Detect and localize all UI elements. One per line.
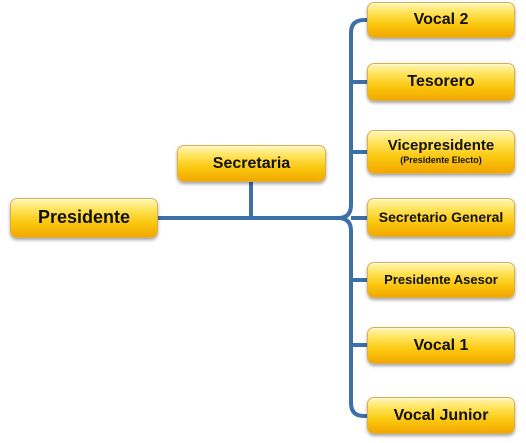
node-label: Vocal 2 (413, 11, 469, 29)
node-presidente: Presidente (10, 198, 158, 238)
node-sublabel: (Presidente Electo) (400, 154, 482, 165)
node-vocal-junior: Vocal Junior (367, 397, 515, 434)
node-vocal-2: Vocal 2 (367, 2, 515, 38)
node-label: Vicepresidente (387, 137, 495, 155)
node-label: Presidente Asesor (384, 271, 498, 287)
node-label: Tesorero (407, 73, 475, 91)
node-label: Secretaria (212, 154, 291, 172)
node-presidente-asesor: Presidente Asesor (367, 262, 515, 298)
node-label: Secretario General (378, 208, 504, 225)
node-label: Vocal 1 (413, 336, 469, 354)
connector-branch-up (337, 204, 353, 220)
connector-spine-lower (349, 231, 367, 418)
node-vocal-1: Vocal 1 (367, 327, 515, 364)
connector-branch-down (337, 216, 353, 232)
connector-spine (349, 18, 367, 205)
node-secretaria: Secretaria (177, 145, 326, 182)
node-tesorero: Tesorero (367, 63, 515, 101)
node-label: Vocal Junior (393, 406, 489, 424)
node-label: Presidente (37, 207, 131, 228)
node-secretario-general: Secretario General (367, 198, 515, 237)
node-vicepresidente: Vicepresidente (Presidente Electo) (367, 130, 515, 174)
